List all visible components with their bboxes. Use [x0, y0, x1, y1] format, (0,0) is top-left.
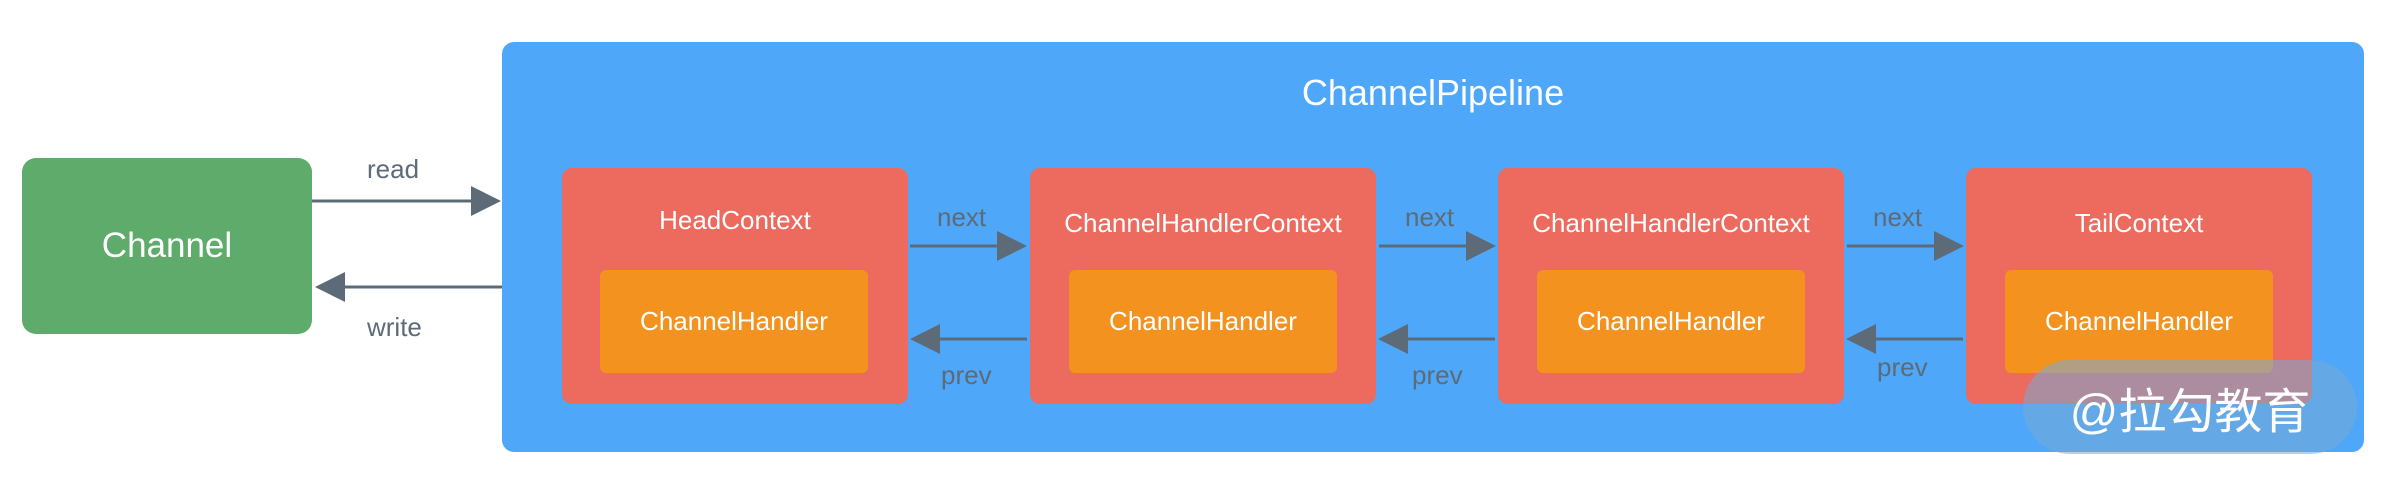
prev-label-1: prev: [941, 360, 992, 390]
handler-node-tail: ChannelHandler: [2005, 270, 2273, 373]
context-title-2: ChannelHandlerContext: [1532, 208, 1810, 238]
handler-label-2: ChannelHandler: [1577, 306, 1765, 336]
context-title-1: ChannelHandlerContext: [1064, 208, 1342, 238]
prev-label-2: prev: [1412, 360, 1463, 390]
context-title-head: HeadContext: [659, 205, 811, 235]
pipeline-title: ChannelPipeline: [1301, 72, 1565, 113]
channel-node: Channel: [22, 158, 312, 334]
next-label-2: next: [1405, 202, 1455, 232]
handler-node-1: ChannelHandler: [1069, 270, 1337, 373]
watermark-text: @拉勾教育: [2069, 386, 2311, 439]
handler-label-head: ChannelHandler: [640, 306, 828, 336]
read-label: read: [367, 154, 420, 184]
context-title-tail: TailContext: [2074, 208, 2204, 238]
handler-label-tail: ChannelHandler: [2045, 306, 2233, 336]
next-label-3: next: [1873, 202, 1923, 232]
handler-node-head: ChannelHandler: [600, 270, 868, 373]
channel-label: Channel: [101, 226, 233, 265]
next-label-1: next: [937, 202, 987, 232]
handler-node-2: ChannelHandler: [1537, 270, 1805, 373]
prev-label-3: prev: [1877, 352, 1928, 382]
watermark-badge: @拉勾教育: [2023, 360, 2357, 454]
write-label: write: [367, 312, 422, 342]
handler-label-1: ChannelHandler: [1109, 306, 1297, 336]
